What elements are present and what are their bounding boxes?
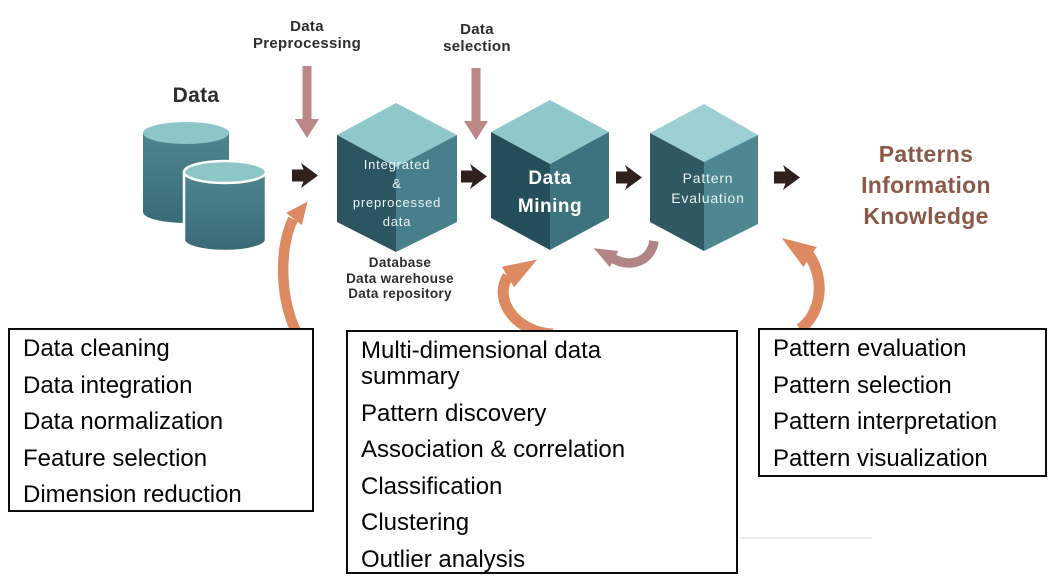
- stray-mark: [740, 537, 872, 539]
- evaluation-steps-box: Pattern evaluation Pattern selection Pat…: [758, 328, 1047, 477]
- arrow-head: [286, 201, 308, 226]
- cylinder-front-body: [182, 170, 268, 253]
- cube3-right-face: [704, 135, 758, 251]
- cleaning-feedback-arrow-icon: [277, 201, 308, 334]
- flow-arrows: [292, 163, 800, 190]
- list-item: Data normalization: [23, 408, 224, 435]
- list-item: Dimension reduction: [23, 481, 242, 508]
- arrow-shaft: [277, 216, 301, 334]
- cylinder-back-top: [143, 122, 229, 144]
- storage-caption: Database Data warehouse Data repository: [346, 255, 454, 301]
- list-item: Classification: [361, 472, 503, 500]
- flow-arrow-icon-2: [461, 164, 487, 189]
- list-item: Outlier analysis: [361, 545, 526, 573]
- list-item: Clustering: [361, 509, 470, 536]
- mining-feedback-arrow-icon: [497, 259, 554, 340]
- cube2-right-face: [550, 132, 609, 250]
- cube1-right-face: [396, 135, 457, 252]
- list-item: Pattern evaluation: [773, 335, 967, 362]
- integrated-cube-label: Integrated & preprocessed data: [352, 157, 442, 229]
- arrow-shaft: [796, 251, 825, 334]
- pattern-evaluation-cube: [650, 104, 758, 251]
- list-item: Pattern discovery: [361, 399, 547, 427]
- evaluation-to-mining-arrow-icon: [593, 239, 659, 268]
- flow-arrow-icon-3: [616, 165, 642, 190]
- flow-arrow-icon-4: [774, 165, 800, 190]
- data-mining-cube: [491, 100, 609, 250]
- mining-cube-label: Data Mining: [517, 168, 583, 217]
- list-item: Feature selection: [23, 444, 208, 472]
- output-label: Patterns Information Knowledge: [861, 141, 991, 229]
- cube3-left-face: [650, 133, 704, 251]
- arrow-head: [501, 259, 538, 288]
- cube2-left-face: [491, 132, 550, 250]
- list-item: Pattern visualization: [773, 444, 988, 472]
- preprocessing-down-arrow-icon: [295, 66, 319, 138]
- integrated-data-cube: [337, 103, 457, 252]
- mining-steps-box: Multi-dimensional data summary Pattern d…: [346, 330, 738, 574]
- evaluation-feedback-arrow-icon: [781, 237, 825, 334]
- cube1-left-face: [337, 135, 396, 252]
- cube1-top-face: [337, 103, 457, 167]
- preprocessing-steps-box: Data cleaning Data integration Data norm…: [8, 328, 314, 512]
- list-item: Pattern interpretation: [773, 408, 998, 435]
- list-item: Association & correlation: [361, 436, 626, 463]
- list-item: Pattern selection: [773, 371, 952, 399]
- data-title: Data: [172, 84, 220, 107]
- arrow-head: [781, 237, 817, 267]
- selection-down-arrow-icon: [464, 68, 488, 140]
- preprocessing-label: Data Preprocessing: [252, 18, 362, 52]
- cylinder-front-top: [182, 159, 268, 185]
- arrow-shaft: [497, 273, 554, 340]
- database-cylinders-icon: [143, 122, 268, 253]
- selection-label: Data selection: [443, 21, 511, 55]
- list-item: Multi-dimensional data summary: [361, 337, 602, 390]
- arrow-shaft: [609, 239, 659, 268]
- list-item: Data integration: [23, 371, 193, 399]
- list-item: Data cleaning: [23, 335, 170, 362]
- flow-arrow-icon-1: [292, 163, 318, 188]
- arrow-head: [593, 248, 619, 267]
- evaluation-cube-label: Pattern Evaluation: [671, 170, 745, 206]
